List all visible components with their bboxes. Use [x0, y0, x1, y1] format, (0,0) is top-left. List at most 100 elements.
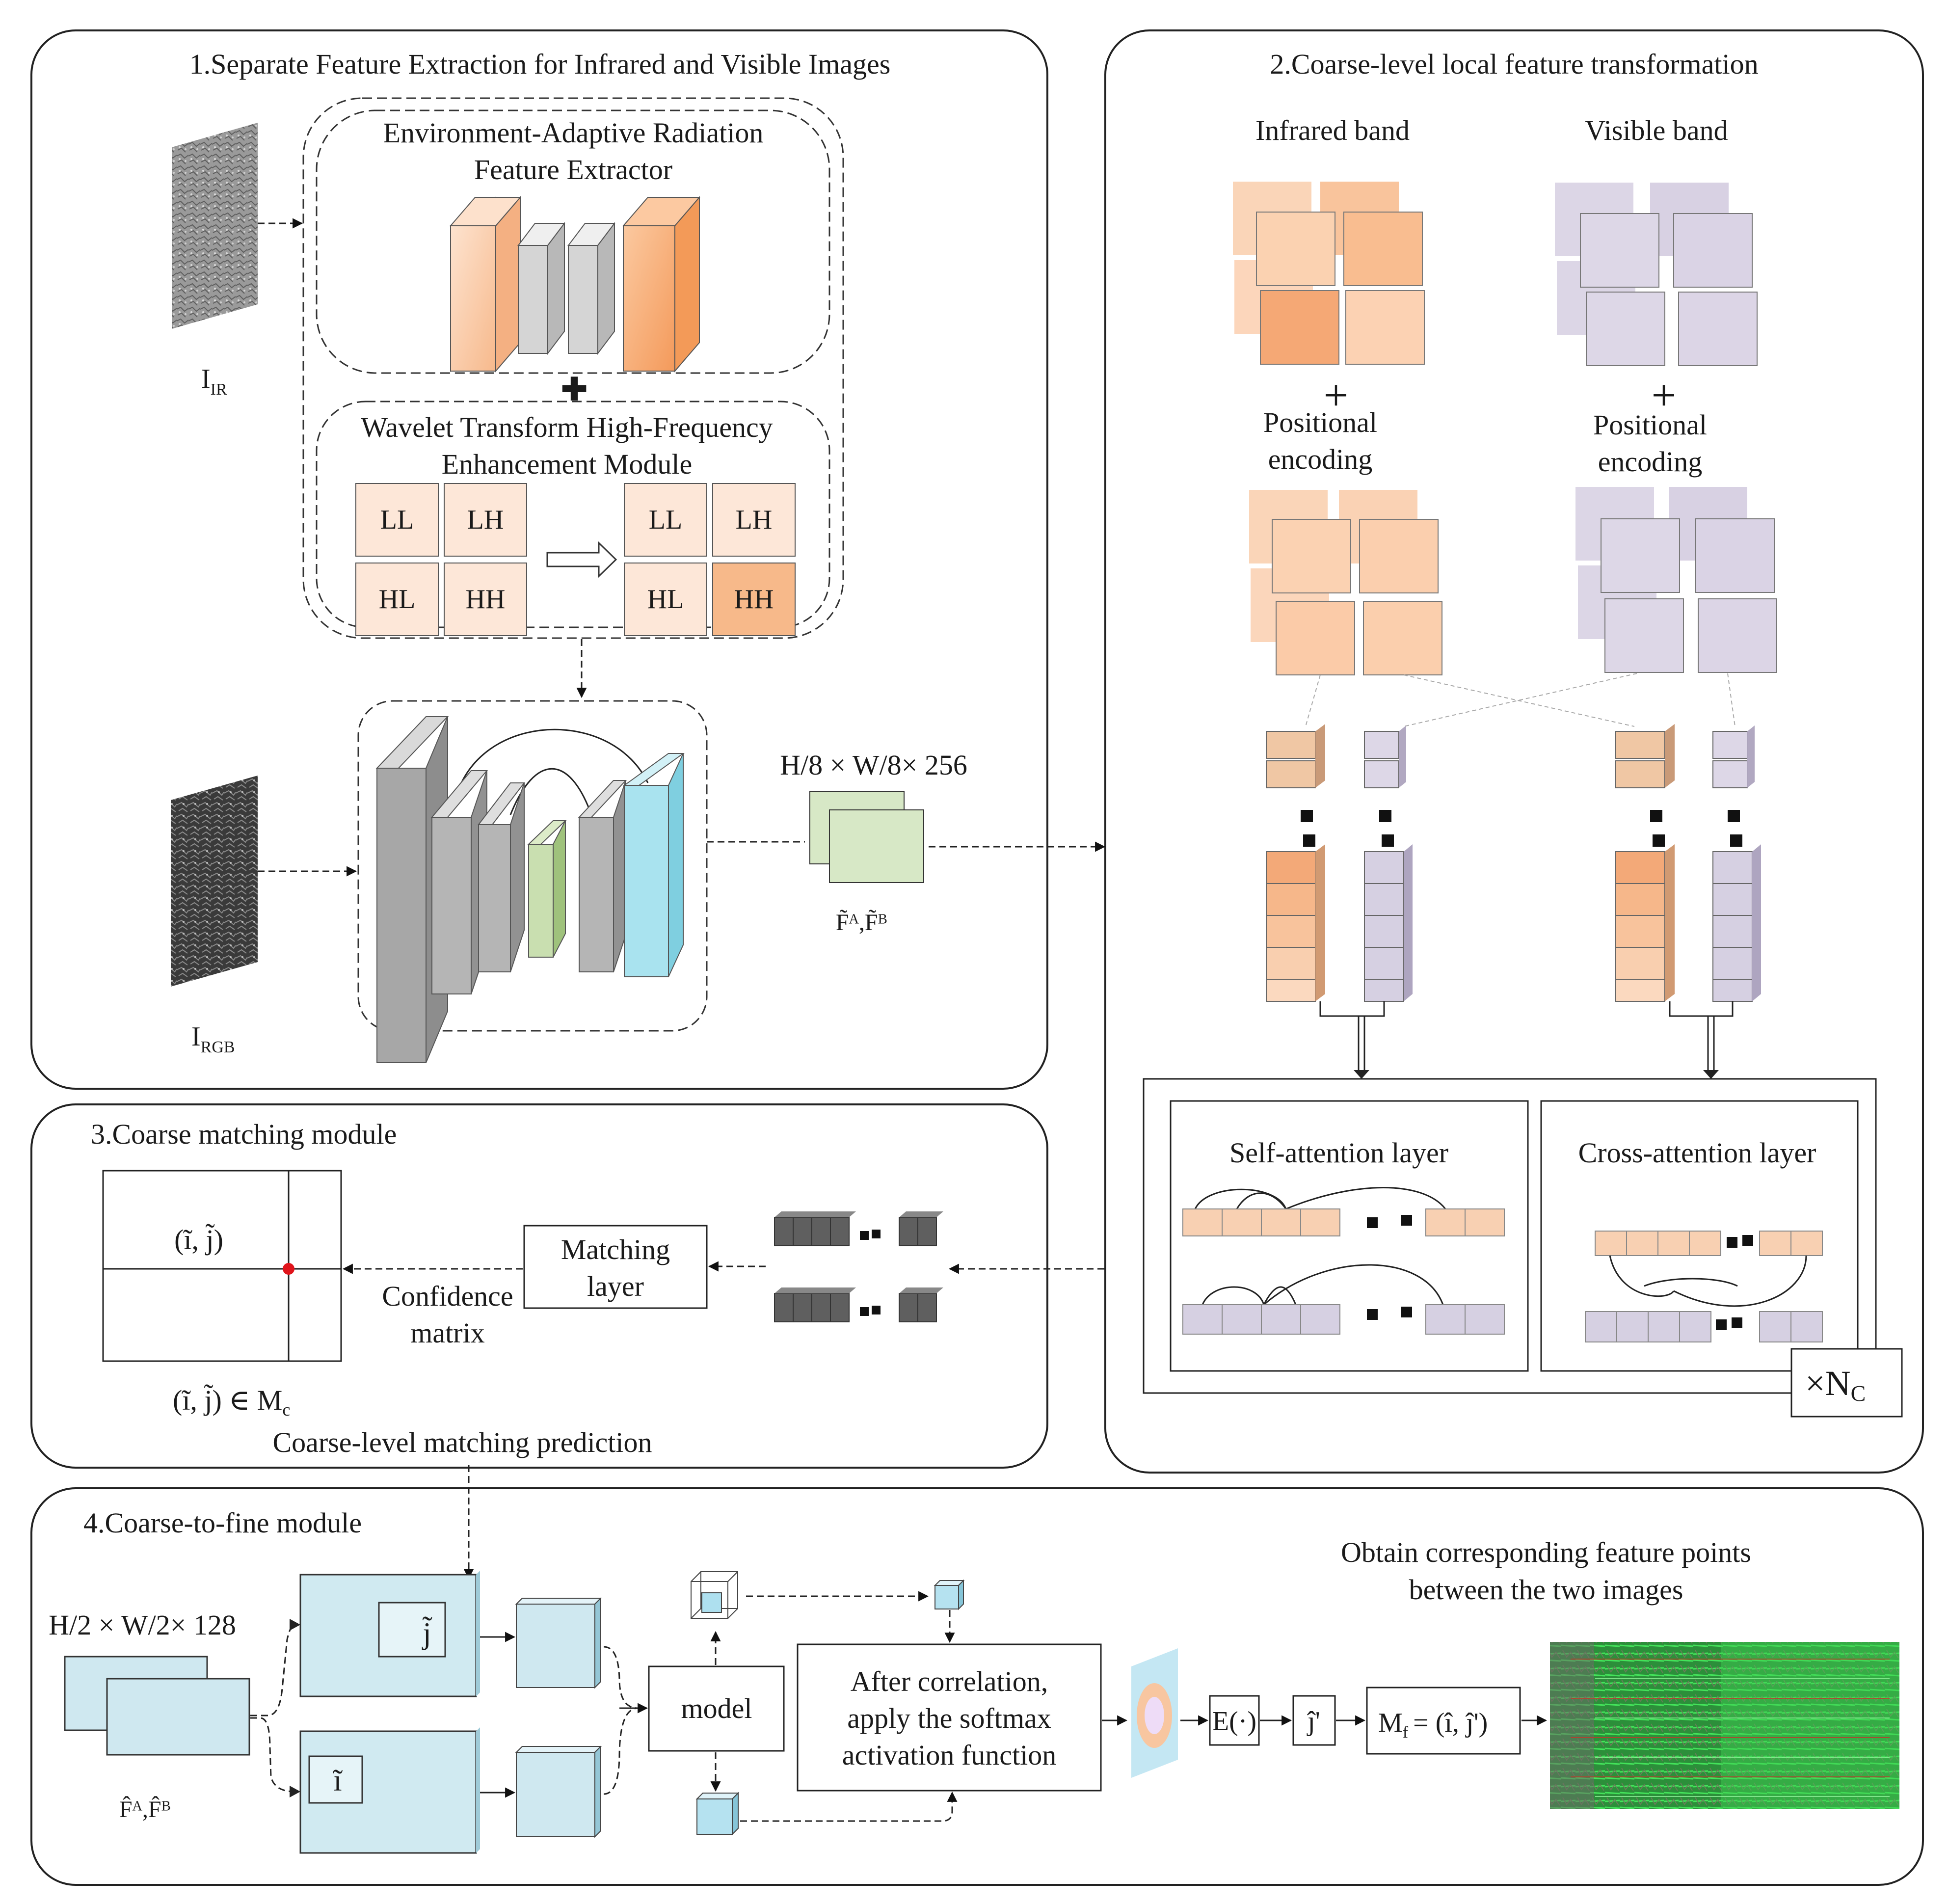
panel-4-frame [30, 1487, 1924, 1886]
matching-layer-label-1: Matching [561, 1234, 670, 1265]
merge-to-model [603, 1646, 639, 1795]
window-i-label: ĩ [332, 1764, 343, 1797]
split-connectors [250, 1624, 295, 1793]
token-stack-vis-right [1712, 725, 1761, 1002]
fine-feature-size: H/2 × W/2× 128 [49, 1609, 236, 1641]
confidence-label-1: Confidence [382, 1280, 513, 1312]
panel-3-frame [30, 1103, 1048, 1469]
visible-band-label: Visible band [1585, 114, 1728, 146]
self-attention-label: Self-attention layer [1229, 1137, 1448, 1169]
jhat-label: ĵ' [1307, 1706, 1320, 1737]
infrared-patches [1233, 182, 1425, 365]
feature-extraction-container [302, 97, 844, 639]
jhat-box [1292, 1695, 1336, 1746]
cross-attention-label: Cross-attention layer [1578, 1137, 1816, 1169]
self-attention-tokens [1182, 1187, 1505, 1335]
crop-cube-b [515, 1745, 602, 1838]
ir-plus: + [1324, 371, 1349, 420]
vis-pos-enc-1: Positional [1593, 409, 1707, 441]
match-set-label: (ĩ, j̃) ∈ Mc [173, 1384, 290, 1420]
fine-match-label: Mf= (î, ĵ') [1378, 1708, 1488, 1742]
confidence-label-2: matrix [410, 1317, 484, 1349]
svg-text:LL: LL [649, 505, 682, 535]
token-stack-ir-left [1266, 724, 1325, 1002]
matched-result-image [1550, 1642, 1899, 1809]
panel-2-frame [1104, 29, 1924, 1474]
cross-attention-box [1540, 1100, 1859, 1372]
coarse-feature-label: F̃ᴬ,F̃ᴮ [836, 910, 887, 936]
token-stack-ir-right [1615, 724, 1675, 1002]
coarse-feature-maps [809, 791, 924, 883]
svg-text:LL: LL [380, 505, 414, 535]
arrow-to-fine-a [290, 1619, 300, 1631]
cross-attention-tokens [1585, 1231, 1823, 1342]
small-cube-top [934, 1579, 965, 1610]
fine-feature-label: F̂ᴬ,F̂ᴮ [119, 1796, 171, 1823]
coarse-feature-size: H/8 × W/8× 256 [780, 749, 967, 781]
softmax-label-1: After correlation, [851, 1665, 1048, 1697]
result-caption-1: Obtain corresponding feature points [1341, 1536, 1751, 1568]
infrared-image [172, 123, 258, 329]
visible-image [171, 776, 258, 987]
crop-cube-a [515, 1597, 602, 1689]
unet-layers [375, 716, 685, 1063]
merge-arrow-right [1703, 1070, 1719, 1079]
expectation-box [1209, 1695, 1260, 1746]
panel-3-title: 3.Coarse matching module [91, 1118, 397, 1150]
ir-pos-enc-1: Positional [1263, 406, 1377, 438]
coarse-prediction-caption: Coarse-level matching prediction [272, 1426, 652, 1458]
infrared-encoded-patches [1249, 490, 1442, 675]
model-label: model [681, 1692, 752, 1724]
wavelet-output-grid: LL LH HL HH [624, 483, 796, 636]
matching-layer-label-2: layer [587, 1270, 644, 1302]
self-attention-box [1170, 1100, 1529, 1372]
fine-feature-maps [64, 1656, 250, 1756]
repeat-nc-box [1790, 1348, 1903, 1418]
vis-pos-enc-2: encoding [1598, 446, 1703, 478]
coarse-tokens-bottom [774, 1287, 943, 1322]
wavelet-title-2: Enhancement Module [442, 448, 693, 480]
env-extractor-box [316, 109, 830, 374]
panel-4-title: 4.Coarse-to-fine module [83, 1507, 362, 1539]
ir-pos-enc-2: encoding [1268, 443, 1373, 475]
env-extractor-title-1: Environment-Adaptive Radiation [383, 117, 764, 149]
attention-outer-box [1143, 1078, 1877, 1394]
window-j-box [378, 1602, 446, 1658]
panel-1-title: 1.Separate Feature Extraction for Infrar… [189, 48, 891, 80]
panel-1-frame [30, 29, 1048, 1090]
heatmap [1131, 1648, 1178, 1778]
matrix-coord-label: (ĩ, j̃) [174, 1224, 223, 1256]
env-extractor-layers [449, 196, 701, 373]
arrow-bottom-cube-to-softmax [740, 1791, 958, 1822]
model-box [648, 1665, 785, 1752]
wavelet-transform-arrow [546, 541, 617, 578]
result-caption-2: between the two images [1409, 1574, 1683, 1606]
wavelet-title-1: Wavelet Transform High-Frequency [361, 411, 773, 443]
fine-match-box [1366, 1687, 1521, 1755]
visible-encoded-patches [1575, 487, 1777, 673]
visible-patches [1555, 183, 1758, 366]
token-stack-vis-left [1364, 725, 1413, 1002]
arrow-to-fine-b [290, 1786, 300, 1797]
confidence-matrix [102, 1170, 342, 1362]
wavelet-module-box [316, 401, 830, 628]
rgb-label: IRGB [191, 1021, 235, 1056]
wavelet-input-grid: LL LH HL HH [355, 483, 527, 636]
softmax-label-2: apply the softmax [847, 1702, 1051, 1734]
panel-2-title: 2.Coarse-level local feature transformat… [1270, 48, 1758, 80]
softmax-box [797, 1643, 1102, 1792]
softmax-label-3: activation function [842, 1739, 1056, 1771]
wire-cube-top [691, 1571, 738, 1619]
svg-text:HH: HH [466, 584, 506, 615]
vis-plus: + [1652, 371, 1677, 420]
repeat-nc-label: ×NC [1805, 1364, 1866, 1406]
stream-connectors [1305, 673, 1735, 727]
svg-text:LH: LH [736, 505, 773, 535]
svg-text:LH: LH [467, 505, 504, 535]
svg-text:HL: HL [379, 584, 416, 615]
expectation-label: E(·) [1212, 1706, 1256, 1737]
merge-connectors [1319, 1001, 1734, 1073]
matching-layer-box [523, 1225, 708, 1309]
